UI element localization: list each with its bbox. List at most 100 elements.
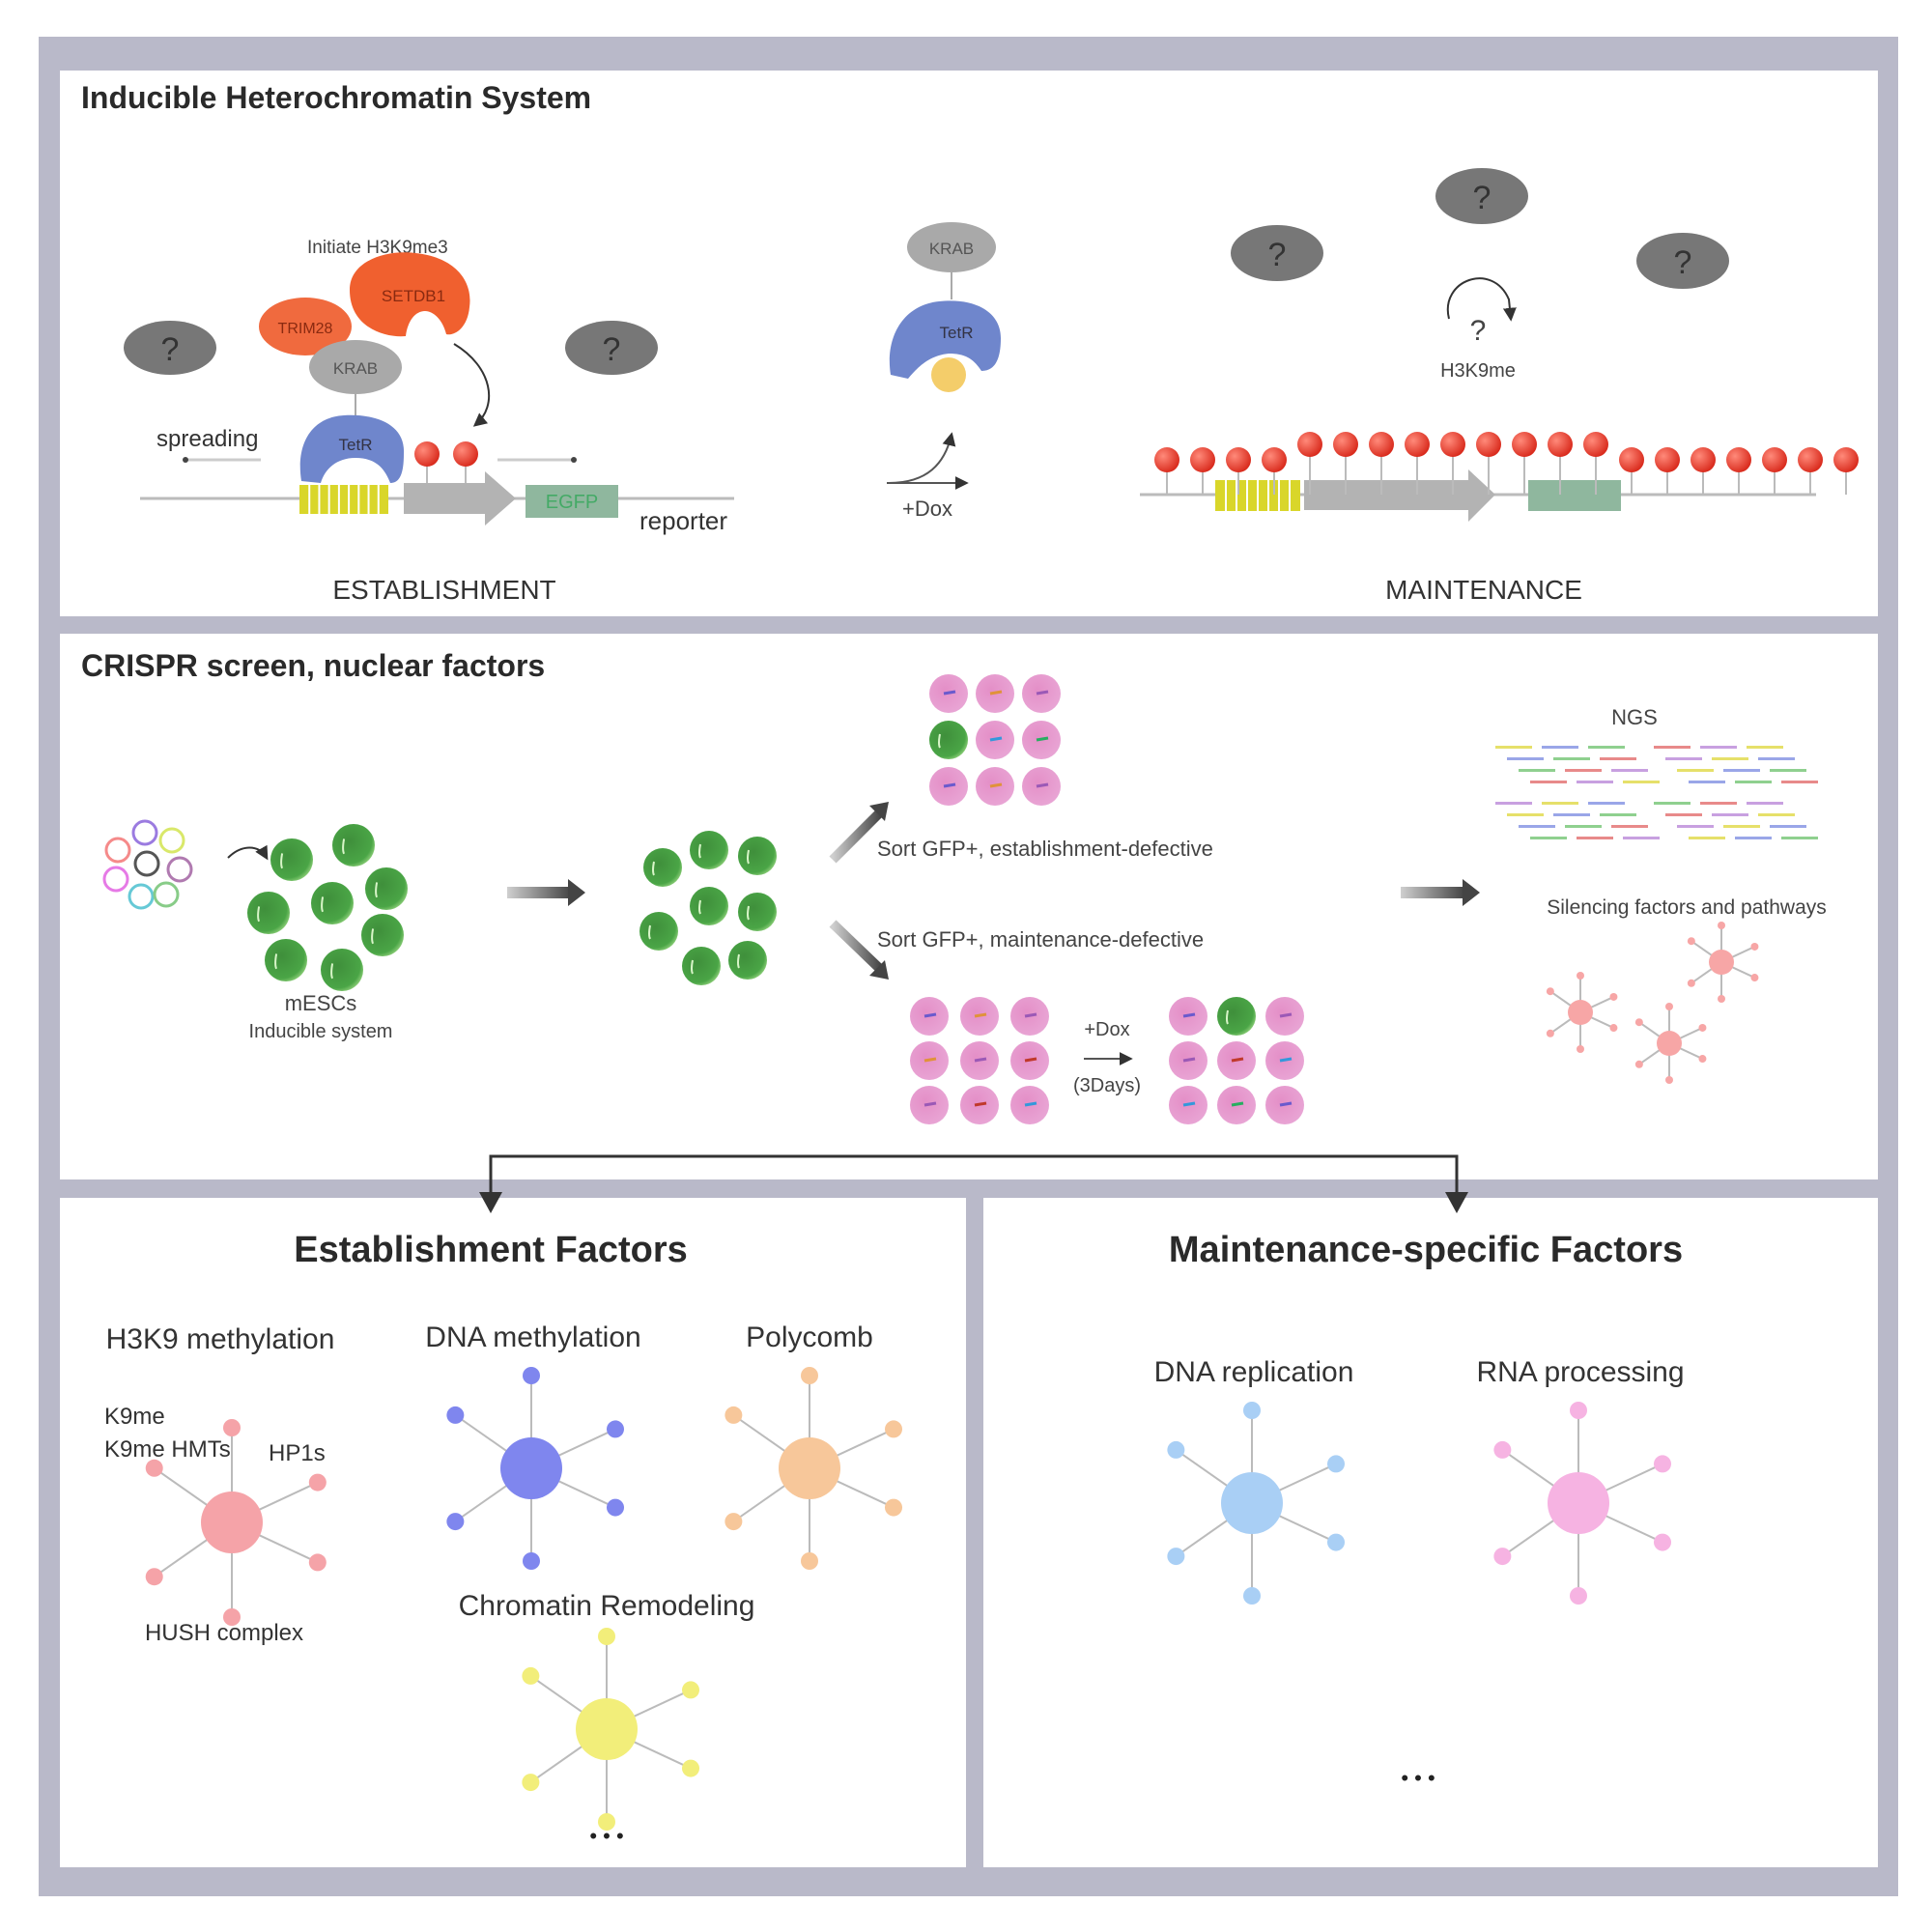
establishment-caption: ESTABLISHMENT [332, 575, 555, 605]
polycomb-network [724, 1367, 903, 1570]
k9me-label: K9me [104, 1404, 165, 1430]
sequencing-read [1611, 769, 1648, 772]
arrow-down-icon [1445, 1192, 1468, 1213]
sequencing-read [1689, 781, 1725, 783]
network-node [308, 1473, 327, 1492]
cell-highlight [371, 928, 375, 945]
sort-down-arrow [829, 920, 889, 980]
h3k9me-mark [1798, 447, 1823, 472]
network-node [1167, 1548, 1185, 1566]
trim28-protein: TRIM28 [259, 298, 352, 355]
cell-highlight [1226, 1009, 1229, 1025]
network-node [1750, 974, 1759, 982]
sequencing-read [1519, 825, 1555, 828]
h3k9me-mark [1333, 432, 1358, 457]
maintenance-loop-arrow [1446, 277, 1517, 322]
h3k9me-marks [1154, 432, 1859, 495]
sgrna-ring [158, 827, 185, 854]
dox-release-diagram: KRAB TetR +Dox [887, 222, 1001, 521]
ellipsis: • • • [1401, 1766, 1435, 1790]
svg-text:TetR: TetR [940, 324, 974, 342]
spreading-label: spreading [156, 426, 258, 452]
h3k9me-mark [414, 441, 440, 467]
loop-question: ? [1470, 315, 1487, 347]
network-node [607, 1420, 625, 1438]
sgrna-mark [989, 736, 1003, 742]
cell-highlight [274, 953, 278, 970]
dox-molecule [931, 357, 966, 392]
setdb1-protein: SETDB1 [350, 252, 470, 337]
network-node [522, 1774, 540, 1792]
sgrna-library-icon [102, 819, 193, 910]
sgrna-mark [1231, 1101, 1244, 1107]
dox-label: +Dox [902, 497, 952, 521]
h3k9me-mark [453, 441, 478, 467]
sequencing-read [1519, 769, 1555, 772]
factor-group-label: RNA processing [1476, 1356, 1684, 1388]
maintenance-cells-after-dox [1169, 997, 1304, 1124]
svg-text:KRAB: KRAB [929, 240, 974, 258]
hush-label: HUSH complex [145, 1620, 303, 1646]
sgrna-mark [923, 1101, 937, 1107]
svg-text:?: ? [603, 331, 621, 368]
sequencing-read [1588, 746, 1625, 749]
sequencing-read [1542, 746, 1578, 749]
sgrna-ring [131, 819, 158, 846]
panel-maintenance-factors [983, 1198, 1878, 1867]
sequencing-read [1712, 813, 1748, 816]
network-node [682, 1681, 700, 1699]
network-node [1654, 1533, 1672, 1551]
sgrna-mark [974, 1057, 987, 1063]
network-node [145, 1568, 163, 1586]
network-node [1750, 942, 1759, 951]
sgrna-mark [923, 1057, 937, 1063]
sequencing-read [1600, 757, 1636, 760]
promoter-arrow [1304, 469, 1495, 522]
sgrna-ring [102, 866, 129, 893]
svg-text:?: ? [1268, 237, 1287, 273]
network-node [446, 1406, 465, 1424]
sequencing-read [1689, 837, 1725, 839]
network-node [801, 1367, 818, 1384]
network-node [607, 1498, 625, 1517]
network-hub [779, 1437, 840, 1499]
sequencing-read [1723, 769, 1760, 772]
sequencing-read [1665, 813, 1702, 816]
gfp-positive-cell [361, 914, 404, 956]
unknown-factor: ? [565, 321, 658, 375]
gfp-positive-cell [929, 721, 968, 759]
network-node [1167, 1440, 1185, 1459]
network-hub [1568, 1000, 1593, 1025]
deposition-arrow [453, 343, 491, 427]
initiate-label: Initiate H3K9me3 [307, 238, 448, 258]
factor-group-label: Polycomb [746, 1321, 873, 1353]
h3k9me-mark [1262, 447, 1287, 472]
sgrna-mark [943, 690, 956, 696]
h3k9me-mark [1297, 432, 1322, 457]
h3k9me-mark [1190, 447, 1215, 472]
cell-highlight [747, 905, 750, 921]
network-node [1577, 972, 1584, 980]
promoter-arrow [404, 471, 516, 526]
ngs-reads-icon [1495, 746, 1818, 839]
unknown-factor: ? [1636, 233, 1729, 289]
cell-highlight [280, 853, 284, 869]
sequencing-read [1553, 813, 1590, 816]
network-node [801, 1552, 818, 1570]
network-node [1546, 987, 1554, 996]
h3k9me-mark [1655, 447, 1680, 472]
sgrna-ring [166, 856, 193, 883]
cell-highlight [737, 953, 740, 969]
tetR-protein: TetR [889, 300, 1001, 379]
flow-arrow [507, 879, 585, 906]
sequencing-read [1565, 769, 1602, 772]
gfp-positive-cell [247, 892, 290, 934]
sequencing-read [1495, 802, 1532, 805]
sequencing-read [1735, 781, 1772, 783]
h3k9me-mark [1583, 432, 1608, 457]
network-node [1665, 1076, 1673, 1084]
h3k9me-mark [1726, 447, 1751, 472]
sgrna-ring [104, 837, 131, 864]
sgrna-mark [943, 782, 956, 788]
